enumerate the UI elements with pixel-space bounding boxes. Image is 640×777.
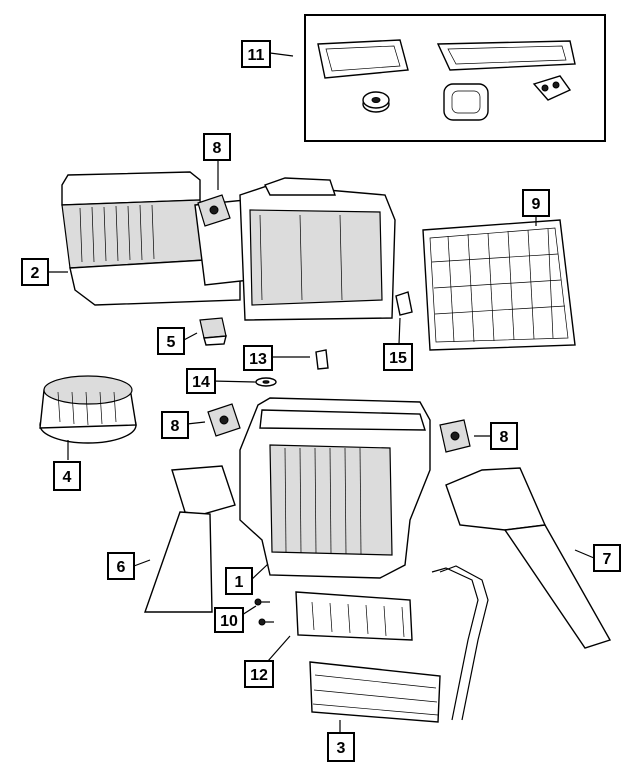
callout-box <box>490 422 518 450</box>
callout-c6: 6 <box>107 552 135 580</box>
callout-label: 1 <box>235 574 244 591</box>
callout-c1: 1 <box>225 567 253 595</box>
callout-box <box>244 660 274 688</box>
callout-label: 14 <box>192 374 210 391</box>
callout-label: 13 <box>249 351 267 368</box>
grommet-icon <box>362 91 390 113</box>
long-seal-icon <box>436 40 576 71</box>
duct-left <box>144 465 236 613</box>
evaporator-panel <box>422 219 576 351</box>
callout-label: 4 <box>63 469 72 486</box>
callout-box <box>157 327 185 355</box>
small-connector-icon <box>532 75 572 101</box>
callout-box <box>241 40 271 68</box>
callout-label: 10 <box>220 613 238 630</box>
callout-c7: 7 <box>593 544 621 572</box>
resistor-icon <box>199 317 227 346</box>
callout-box <box>593 544 621 572</box>
callout-c12: 12 <box>244 660 274 688</box>
sensor-icon <box>395 291 413 316</box>
actuator-left-icon <box>207 403 241 437</box>
actuator-icon <box>197 194 231 227</box>
callout-label: 15 <box>389 350 407 367</box>
washer-icon <box>255 377 277 387</box>
callout-label: 8 <box>500 429 509 446</box>
callout-box <box>161 411 189 439</box>
kit-box <box>304 14 606 142</box>
blower-motor-icon <box>39 375 137 444</box>
callout-c8a: 8 <box>203 133 231 161</box>
actuator-right-icon <box>439 419 471 453</box>
callout-box <box>203 133 231 161</box>
callout-c13: 13 <box>243 345 273 371</box>
callout-box <box>214 607 244 633</box>
heater-core-tube-assembly <box>309 565 489 723</box>
callout-c5: 5 <box>157 327 185 355</box>
callout-box <box>243 345 273 371</box>
callout-c3: 3 <box>327 732 355 762</box>
callout-label: 7 <box>603 551 612 568</box>
callout-label: 11 <box>248 47 265 64</box>
callout-c14: 14 <box>186 368 216 394</box>
callout-label: 9 <box>532 196 541 213</box>
callout-box <box>186 368 216 394</box>
callout-box <box>327 732 355 762</box>
callout-box <box>21 258 49 286</box>
filter-seal-icon <box>317 39 409 79</box>
callout-label: 3 <box>337 740 346 757</box>
duct-right <box>445 467 612 649</box>
callout-c11: 11 <box>241 40 271 68</box>
upper-hvac-assembly <box>61 171 396 321</box>
callout-c2: 2 <box>21 258 49 286</box>
callout-box <box>53 461 81 491</box>
heater-core-icon <box>295 591 413 641</box>
callout-label: 8 <box>213 140 222 157</box>
callout-box <box>383 343 413 371</box>
callout-c15: 15 <box>383 343 413 371</box>
clip-icon <box>315 349 329 370</box>
callout-label: 8 <box>171 418 180 435</box>
callout-label: 2 <box>31 265 40 282</box>
callout-label: 6 <box>117 559 126 576</box>
callout-box <box>107 552 135 580</box>
callout-c9: 9 <box>522 189 550 217</box>
callout-c8b: 8 <box>161 411 189 439</box>
grille-icon <box>79 204 155 263</box>
screw-icon <box>254 598 274 626</box>
callout-label: 12 <box>250 667 268 684</box>
callout-box <box>522 189 550 217</box>
callout-c10: 10 <box>214 607 244 633</box>
square-seal-icon <box>443 83 489 121</box>
callout-label: 5 <box>167 334 176 351</box>
callout-box <box>225 567 253 595</box>
callout-c4: 4 <box>53 461 81 491</box>
callout-c8c: 8 <box>490 422 518 450</box>
panel-grid-icon <box>431 228 566 343</box>
lower-hvac-housing <box>239 397 431 579</box>
